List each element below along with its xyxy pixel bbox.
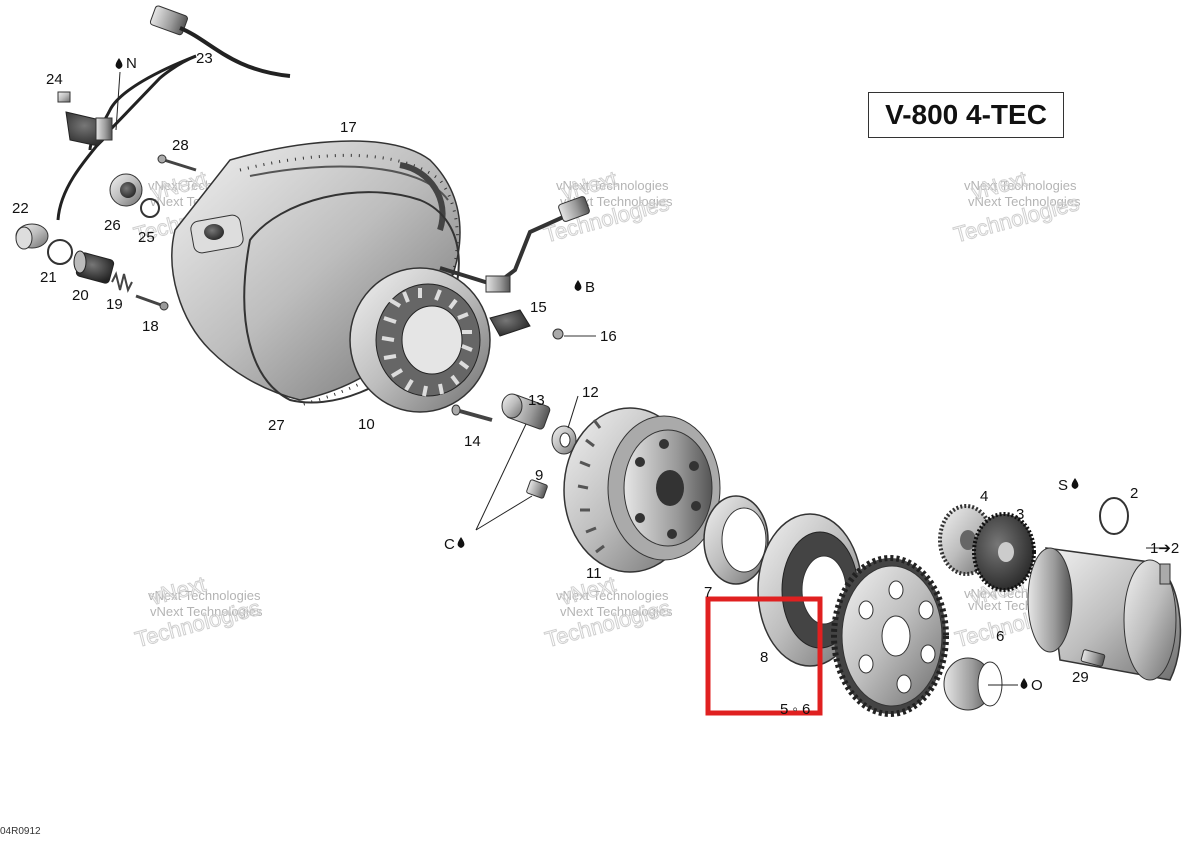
callout-14[interactable]: 14 xyxy=(464,433,481,450)
callout-7[interactable]: 7 xyxy=(704,584,712,601)
part-16-screw[interactable] xyxy=(552,328,596,340)
part-3-gear[interactable] xyxy=(972,512,1036,592)
part-28-bolt[interactable] xyxy=(157,154,197,172)
part-1-starter-motor[interactable] xyxy=(1027,547,1182,681)
callout-9[interactable]: 9 xyxy=(535,467,543,484)
callout-17[interactable]: 17 xyxy=(340,119,357,136)
callout-15[interactable]: 15 xyxy=(530,299,547,316)
highlight-box xyxy=(705,596,823,716)
part-5-starter-gear[interactable] xyxy=(831,555,949,717)
watermark-text: vNext Technologies xyxy=(556,588,669,603)
watermark-text: vNext Technologies xyxy=(560,604,673,619)
watermark-text: vNext Technologies xyxy=(150,604,263,619)
part-26-cover-plug[interactable] xyxy=(109,173,143,207)
part-6-bushing[interactable] xyxy=(943,657,1003,711)
part-12-washer[interactable] xyxy=(551,425,577,455)
lube-n-letter: N xyxy=(126,55,137,72)
diagram-code: 04R0912 xyxy=(0,826,41,837)
part-24-sensor[interactable] xyxy=(57,91,113,147)
watermark-text: vNext Technologies xyxy=(556,178,669,193)
part-15-harness-clip[interactable] xyxy=(439,196,590,337)
part-9-bolt[interactable] xyxy=(526,479,548,499)
oil-drop-icon xyxy=(1020,678,1028,689)
part-14-bolt[interactable] xyxy=(451,404,493,422)
watermark-text: vNext Technologies xyxy=(964,178,1077,193)
oil-drop-icon xyxy=(457,537,465,548)
part-11-flywheel[interactable] xyxy=(563,407,721,573)
lube-o[interactable]: O xyxy=(988,677,1043,694)
callout-21[interactable]: 21 xyxy=(40,269,57,286)
callout-1[interactable]: 1➔2 xyxy=(1150,540,1179,557)
callout-3[interactable]: 3 xyxy=(1016,506,1024,523)
watermark-text: vNext Technologies xyxy=(148,588,261,603)
part-18-screw[interactable] xyxy=(135,294,169,311)
callout-11[interactable]: 11 xyxy=(586,565,602,582)
callout-10[interactable]: 10 xyxy=(358,416,375,433)
oil-drop-icon xyxy=(1071,478,1079,489)
lube-c-letter: C xyxy=(444,536,455,553)
lube-b[interactable]: B xyxy=(574,279,595,296)
leader-lines xyxy=(115,71,1160,549)
part-2-o-ring[interactable] xyxy=(1099,497,1129,535)
oil-drop-icon xyxy=(574,280,582,291)
callout-19[interactable]: 19 xyxy=(106,296,123,313)
part-20-sleeve[interactable] xyxy=(73,250,115,284)
callouts: 1➔2 2 3 4 5 ◦ 6 6 7 8 9 10 11 12 13 14 1… xyxy=(12,50,1179,718)
callout-27[interactable]: 27 xyxy=(268,417,285,434)
callout-18[interactable]: 18 xyxy=(142,318,159,335)
model-title: V-800 4-TEC xyxy=(868,92,1064,138)
callout-5[interactable]: 5 ◦ 6 xyxy=(780,701,810,718)
part-7-bearing[interactable] xyxy=(703,495,769,585)
callout-29[interactable]: 29 xyxy=(1072,669,1089,686)
callout-13[interactable]: 13 xyxy=(528,392,545,409)
part-10-stator[interactable] xyxy=(349,267,491,413)
lube-b-letter: B xyxy=(585,279,595,296)
callout-25[interactable]: 25 xyxy=(138,229,155,246)
lube-s[interactable]: S xyxy=(1058,477,1079,494)
part-19-spring[interactable] xyxy=(111,271,133,293)
lube-c[interactable]: C xyxy=(444,536,465,553)
callout-16[interactable]: 16 xyxy=(600,328,617,345)
oil-drop-icon xyxy=(115,58,123,69)
lube-s-letter: S xyxy=(1058,477,1068,494)
lube-markers: N B C S O xyxy=(115,55,1079,694)
callout-4[interactable]: 4 xyxy=(980,488,988,505)
lube-o-letter: O xyxy=(1031,677,1043,694)
lube-n[interactable]: N xyxy=(115,55,137,72)
part-25-o-ring[interactable] xyxy=(140,198,160,218)
callout-12[interactable]: 12 xyxy=(582,384,599,401)
watermark-text: vNext Technologies xyxy=(968,194,1081,209)
part-21-o-ring[interactable] xyxy=(47,239,73,265)
callout-28[interactable]: 28 xyxy=(172,137,189,154)
watermark-text: vNext Technologies xyxy=(560,194,673,209)
callout-8[interactable]: 8 xyxy=(760,649,768,666)
part-23-harness[interactable] xyxy=(56,5,291,221)
part-13-flywheel-bolt[interactable] xyxy=(501,393,551,430)
part-29-bolt[interactable] xyxy=(1080,649,1106,667)
part-22-bushing[interactable] xyxy=(15,223,49,250)
callout-22[interactable]: 22 xyxy=(12,200,29,217)
callout-26[interactable]: 26 xyxy=(104,217,121,234)
callout-20[interactable]: 20 xyxy=(72,287,89,304)
callout-24[interactable]: 24 xyxy=(46,71,63,88)
callout-6[interactable]: 6 xyxy=(996,628,1004,645)
callout-2[interactable]: 2 xyxy=(1130,485,1138,502)
callout-23[interactable]: 23 xyxy=(196,50,213,67)
